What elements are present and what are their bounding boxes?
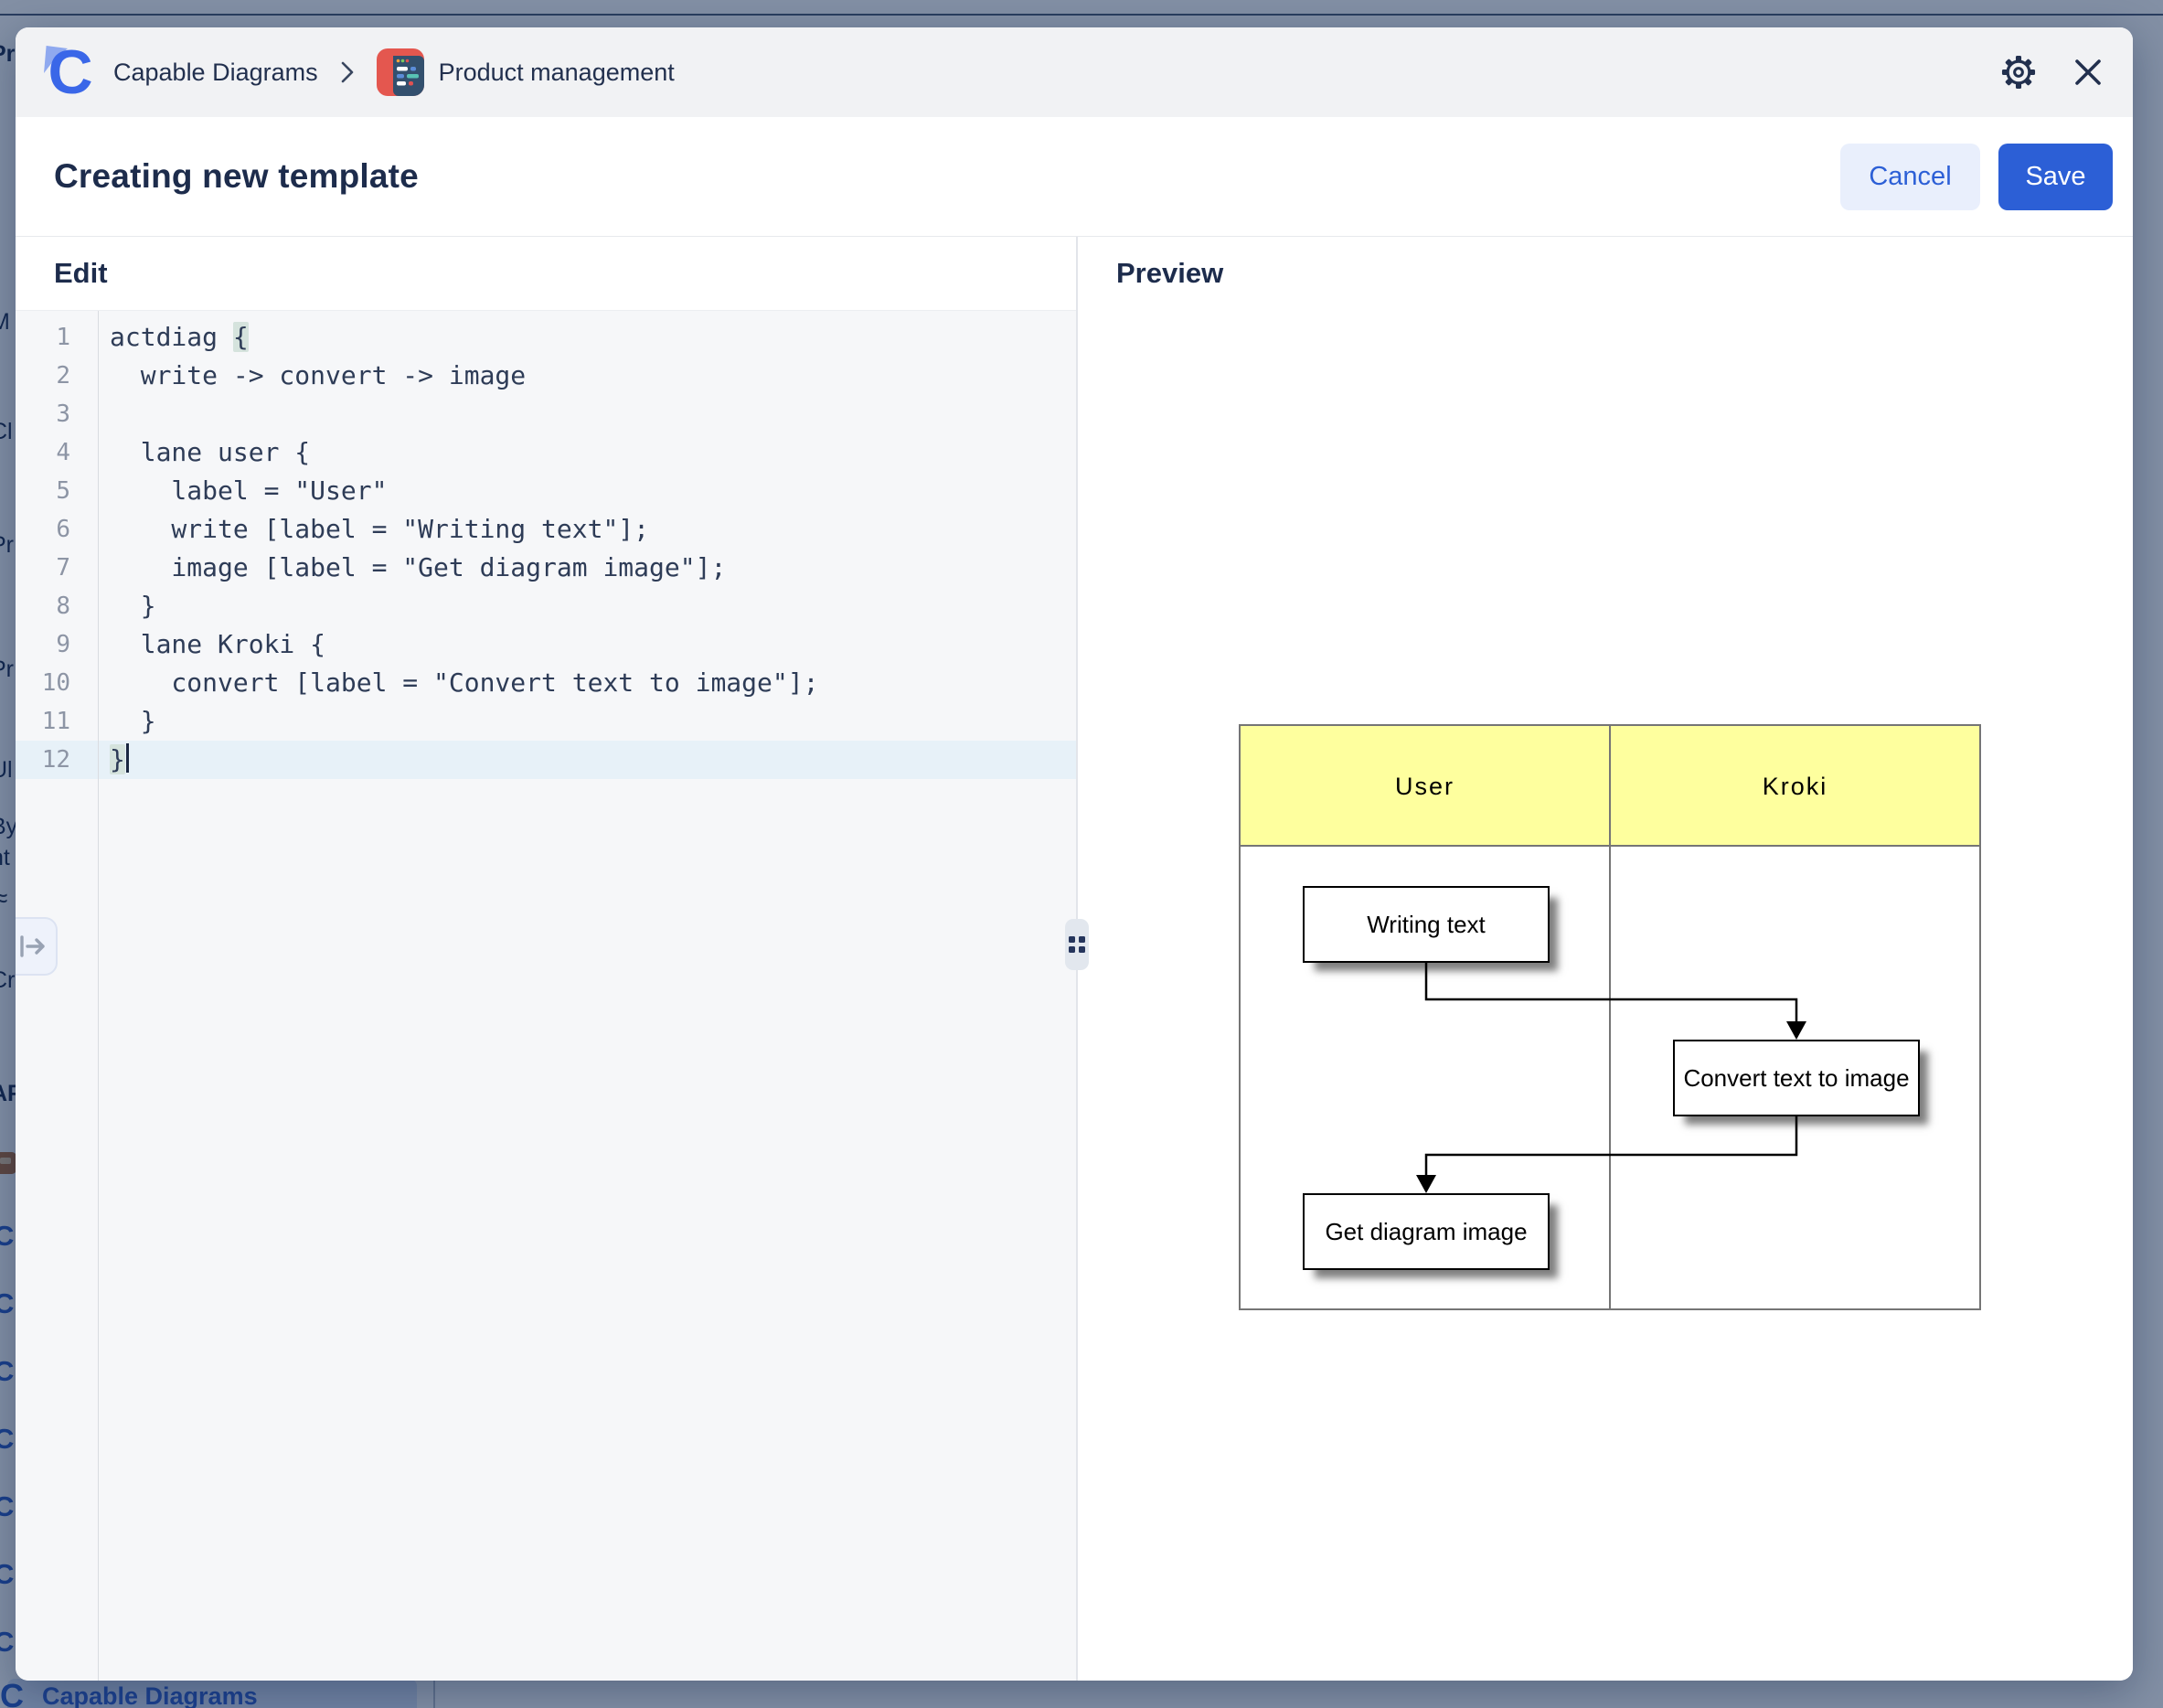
code-line[interactable]: 2 write -> convert -> image: [16, 357, 1076, 395]
preview-pane-header: Preview: [1078, 237, 2133, 310]
gutter-divider: [98, 311, 99, 1681]
pane-resize-handle[interactable]: [1065, 919, 1089, 970]
breadcrumb-page[interactable]: Product management: [438, 58, 675, 86]
line-number: 4: [56, 439, 70, 466]
line-number: 3: [56, 400, 70, 428]
line-number: 2: [56, 362, 70, 390]
line-number: 7: [56, 554, 70, 582]
line-number: 9: [56, 631, 70, 658]
breadcrumb-app[interactable]: Capable Diagrams: [113, 58, 318, 86]
line-number: 11: [41, 708, 70, 735]
code-line[interactable]: 8 }: [16, 587, 1076, 625]
matched-bracket: {: [232, 322, 249, 352]
line-number: 5: [56, 477, 70, 505]
preview-label: Preview: [1116, 257, 1224, 289]
code-line[interactable]: 11 }: [16, 702, 1076, 741]
edit-pane: Edit 1 actdiag { 2 write -> convert -> i…: [16, 237, 1078, 1681]
template-editor-modal: C Capable Diagrams: [16, 27, 2133, 1681]
node-get-diagram-image: Get diagram image: [1303, 1193, 1550, 1270]
text-cursor: [125, 743, 129, 773]
editor-preview-split: Edit 1 actdiag { 2 write -> convert -> i…: [16, 237, 2133, 1681]
code-line[interactable]: 6 write [label = "Writing text"];: [16, 510, 1076, 549]
close-button[interactable]: [2068, 52, 2108, 92]
close-icon: [2075, 59, 2101, 85]
edit-pane-header: Edit: [16, 237, 1076, 311]
settings-gear-button[interactable]: [1998, 52, 2039, 92]
code-editor[interactable]: 1 actdiag { 2 write -> convert -> image …: [16, 311, 1076, 1681]
node-writing-text: Writing text: [1303, 886, 1550, 963]
diagram-preview: User Kroki Writing text Convert text to …: [1239, 724, 1981, 1310]
breadcrumb: C Capable Diagrams: [16, 27, 2133, 117]
code-line-active[interactable]: 12 }: [16, 741, 1076, 779]
line-number: 1: [56, 324, 70, 351]
product-management-icon: [376, 48, 424, 96]
code-line[interactable]: 4 lane user {: [16, 433, 1076, 472]
page-title: Creating new template: [54, 157, 419, 195]
lane-kroki-label: Kroki: [1762, 772, 1828, 800]
lane-user-label: User: [1394, 772, 1454, 800]
edit-label: Edit: [54, 257, 108, 289]
code-line[interactable]: 9 lane Kroki {: [16, 625, 1076, 664]
gear-icon: [2001, 55, 2036, 90]
code-line[interactable]: 5 label = "User": [16, 472, 1076, 510]
code-line[interactable]: 10 convert [label = "Convert text to ima…: [16, 664, 1076, 702]
code-line[interactable]: 7 image [label = "Get diagram image"];: [16, 549, 1076, 587]
line-number: 6: [56, 516, 70, 543]
line-number: 12: [41, 746, 70, 774]
matched-bracket: }: [110, 744, 125, 774]
arrow-from-bar-icon: [20, 935, 45, 957]
node-convert-text-to-image: Convert text to image: [1673, 1040, 1920, 1116]
chevron-right-icon: [340, 59, 355, 85]
capable-diagrams-logo-icon: C: [42, 41, 99, 103]
preview-pane: Preview User Kroki Writing text Co: [1078, 237, 2133, 1681]
line-number: 10: [41, 669, 70, 697]
expand-sidebar-button[interactable]: [16, 917, 58, 976]
line-number: 8: [56, 592, 70, 620]
code-line[interactable]: 3: [16, 395, 1076, 433]
save-button[interactable]: Save: [1998, 143, 2113, 210]
cancel-button[interactable]: Cancel: [1840, 143, 1980, 210]
modal-title-bar: Creating new template Cancel Save: [16, 117, 2133, 237]
code-line[interactable]: 1 actdiag {: [16, 318, 1076, 357]
